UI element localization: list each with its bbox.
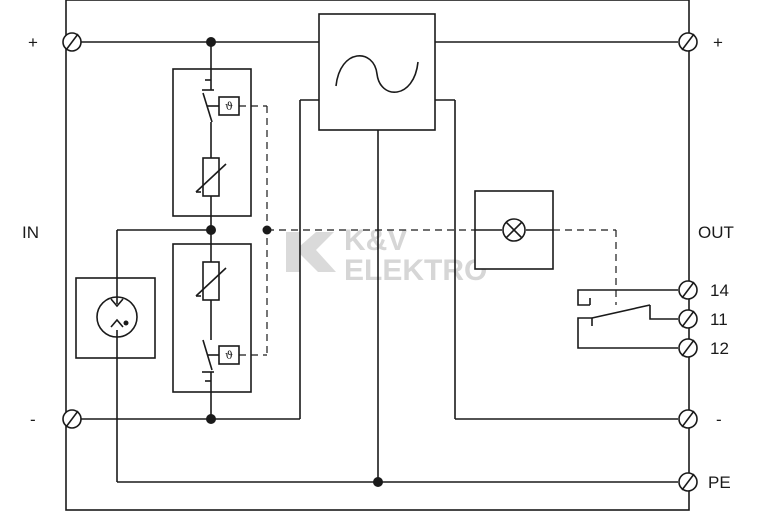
label-pe: PE [708,473,731,492]
terminal-12[interactable] [678,338,698,358]
indicator-lamp-icon [474,190,554,270]
thermal-symbol: ϑ [225,100,233,113]
spd-module-upper: ϑ [172,68,252,217]
enclosure-outline [65,0,690,511]
pe-rail [116,130,678,483]
terminal-11[interactable] [678,309,698,329]
ac-source-icon [318,13,436,131]
varistor-icon [195,157,227,197]
spd-module-lower: ϑ [172,243,252,393]
junction-dot [206,225,216,235]
label-12: 12 [710,339,729,358]
terminal-out-plus[interactable] [678,32,698,52]
watermark-logo-icon [286,232,336,272]
label-in-minus: - [30,410,36,429]
gas-discharge-tube-icon [75,277,156,359]
terminal-14[interactable] [678,280,698,300]
terminal-in-minus[interactable] [62,409,82,429]
label-in: IN [22,223,39,242]
label-out-plus: + [713,33,723,52]
terminal-pe[interactable] [678,472,698,492]
thermal-symbol: ϑ [225,349,233,362]
terminal-out-minus[interactable] [678,409,698,429]
label-in-plus: + [28,33,38,52]
label-14: 14 [710,281,729,300]
relay-contact-icon [577,289,678,349]
watermark-line2: ELEKTRO [344,254,487,287]
junction-dot [206,414,216,424]
junction-dot [373,477,383,487]
terminal-in-plus[interactable] [62,32,82,52]
junction-dot [206,37,216,47]
thermal-fuse-icon: ϑ [207,345,240,365]
label-11: 11 [710,310,728,329]
label-out: OUT [698,223,734,242]
thermal-trip-linkage [239,105,617,356]
watermark-line1: K&V [344,224,407,257]
label-out-minus: - [716,410,722,429]
